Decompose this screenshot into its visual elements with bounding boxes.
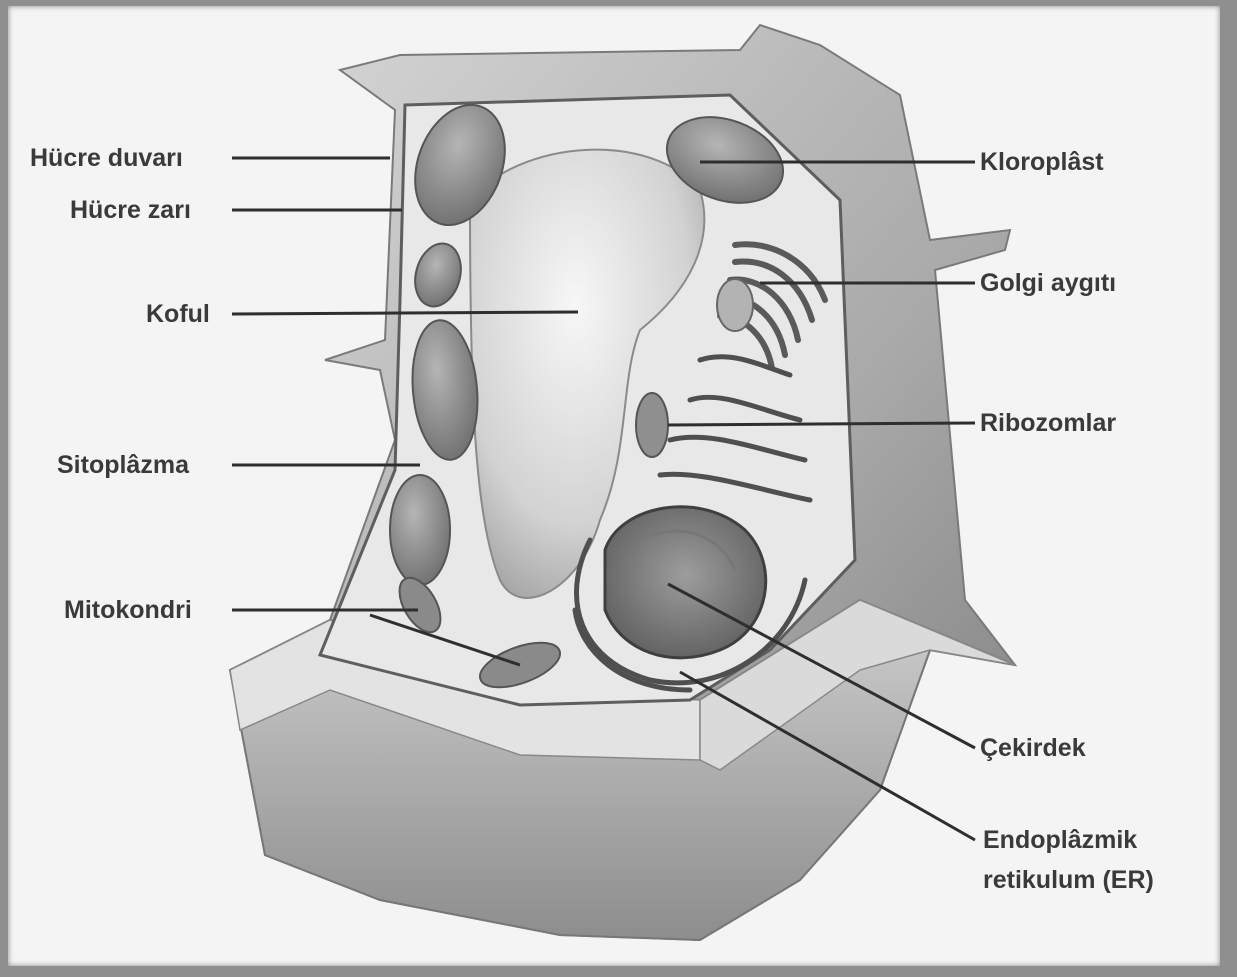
label-golgi: Golgi aygıtı xyxy=(980,269,1116,298)
label-er-line1: Endoplâzmik xyxy=(983,826,1137,855)
label-nucleus: Çekirdek xyxy=(980,734,1086,763)
label-cell-membrane: Hücre zarı xyxy=(70,196,191,225)
label-chloroplast: Kloroplâst xyxy=(980,148,1104,177)
label-er-line2: retikulum (ER) xyxy=(983,866,1154,895)
label-cytoplasm: Sitoplâzma xyxy=(57,451,189,480)
label-ribosomes: Ribozomlar xyxy=(980,409,1116,438)
nucleus-shape xyxy=(605,507,766,658)
label-cell-wall: Hücre duvarı xyxy=(30,144,183,173)
label-mitochondria: Mitokondri xyxy=(64,596,192,625)
label-vacuole: Koful xyxy=(146,300,210,329)
